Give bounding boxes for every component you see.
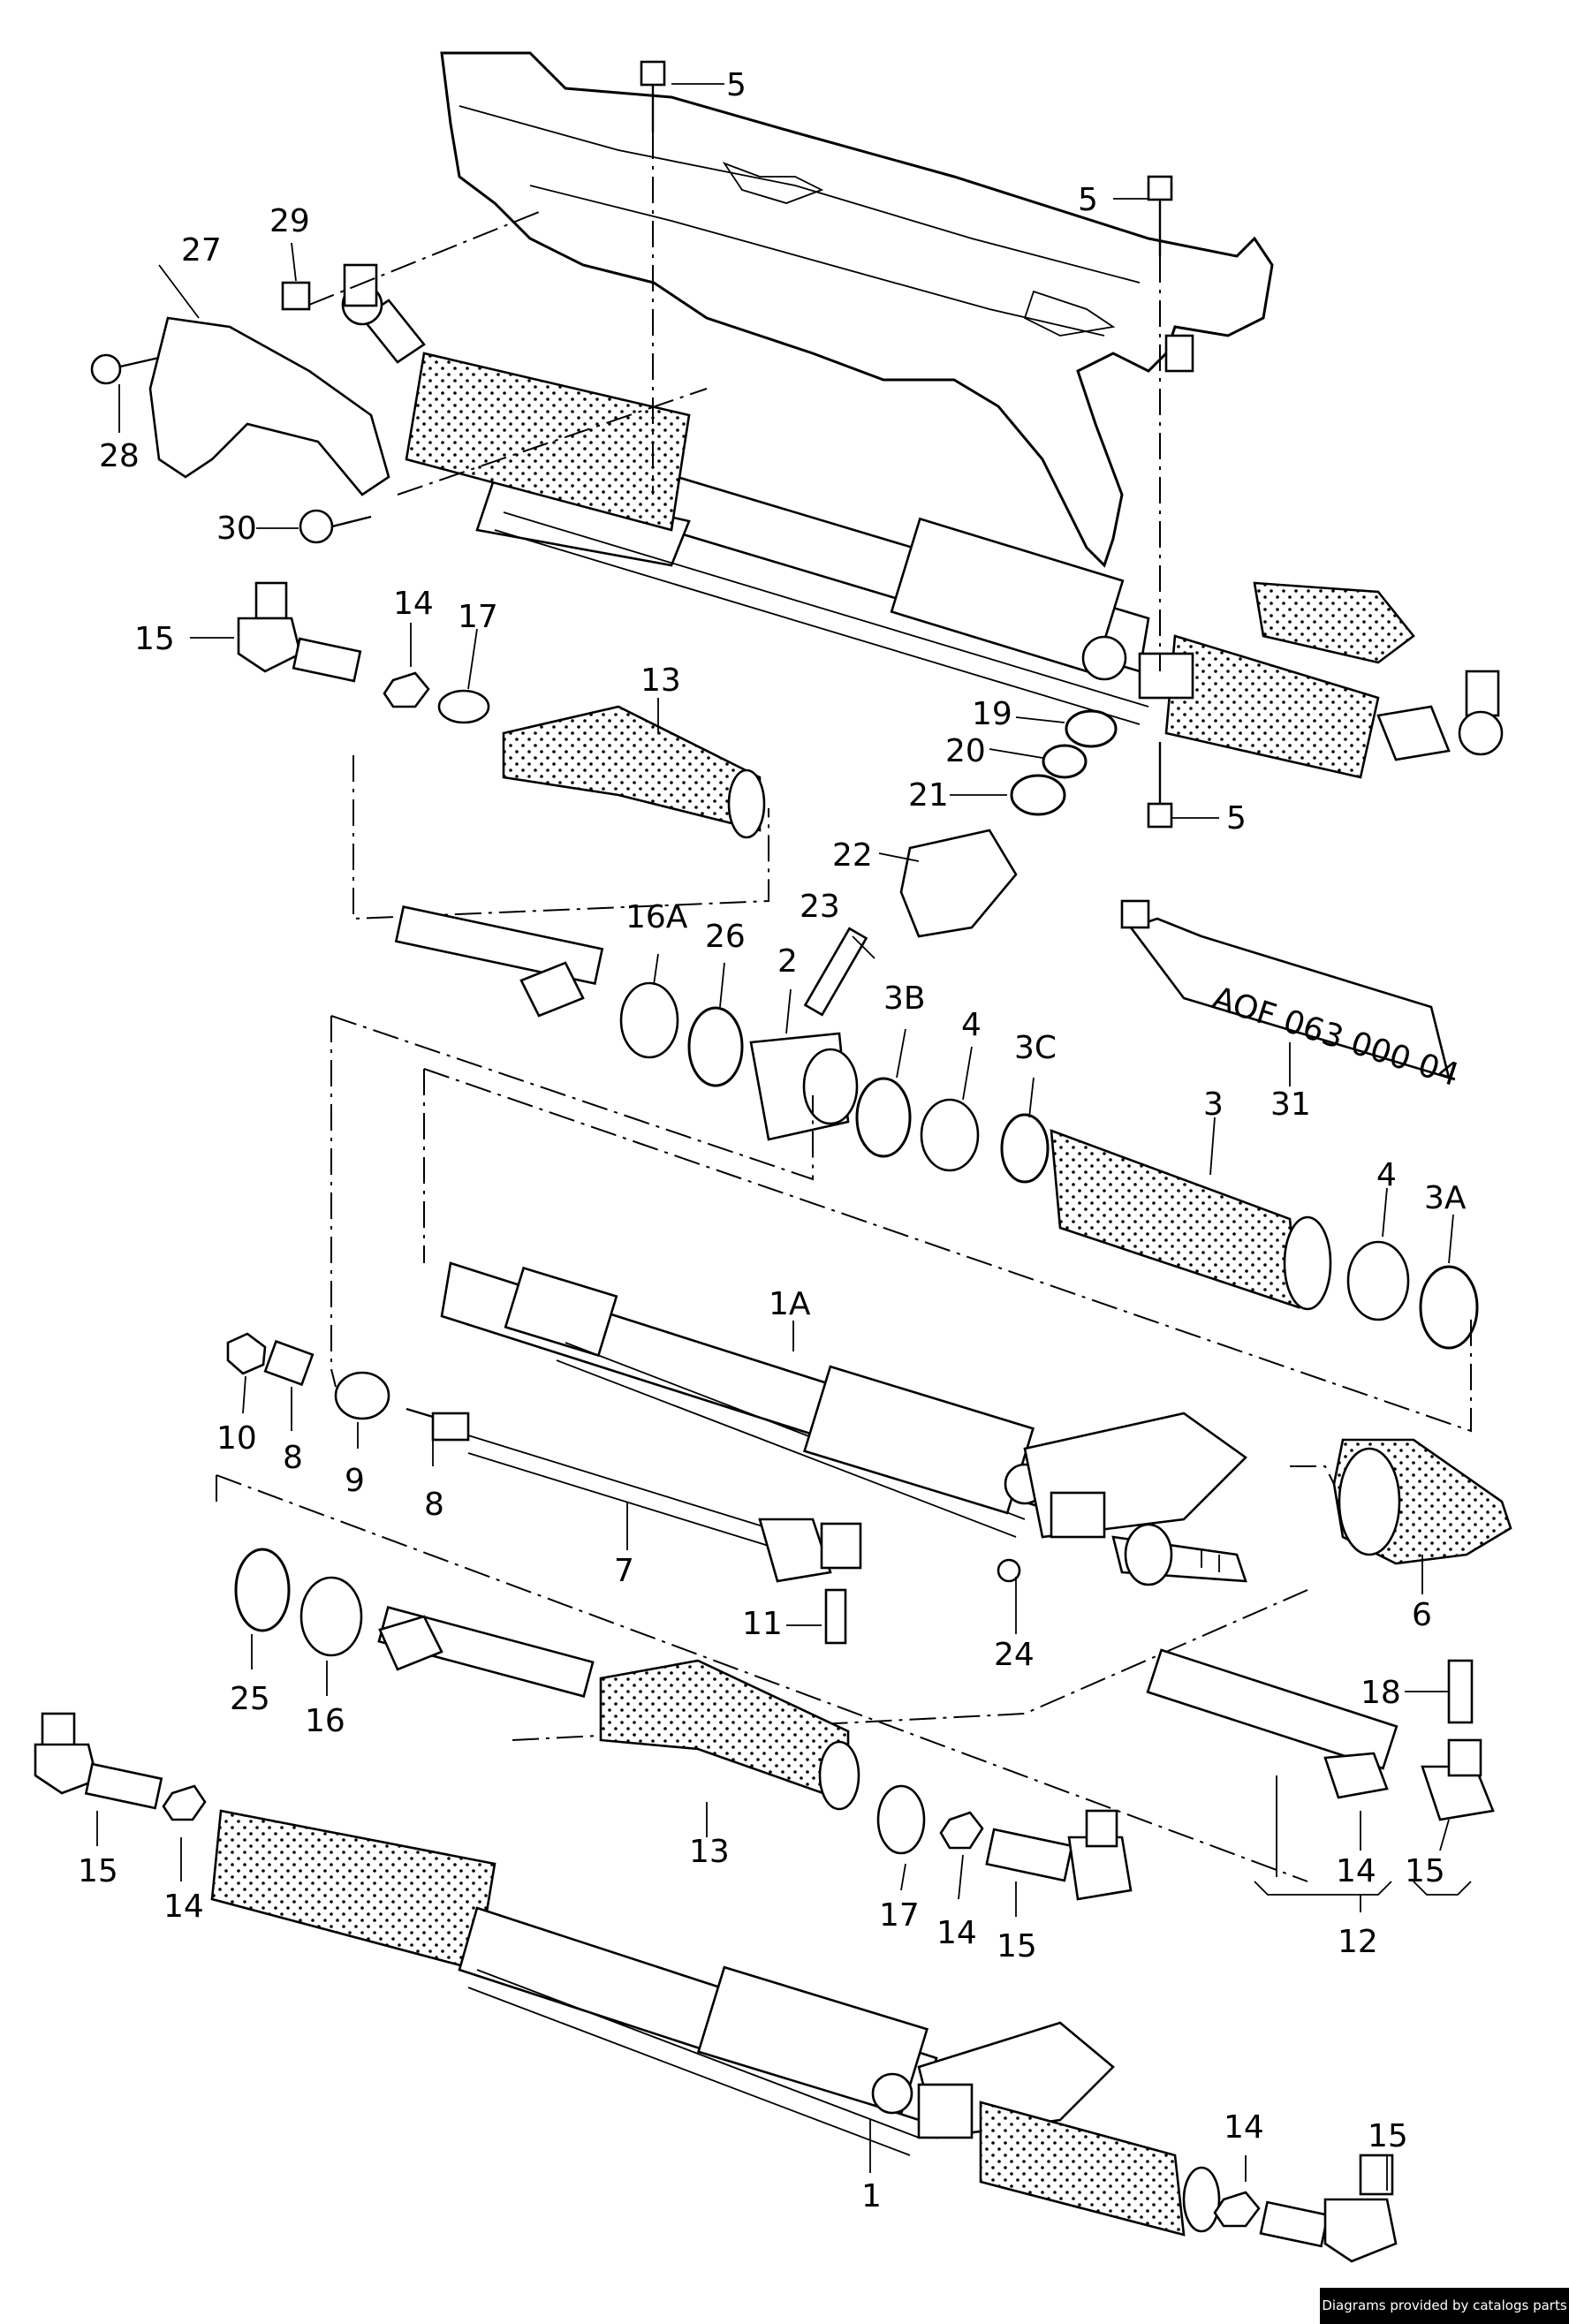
callout-6: 6 (1412, 1597, 1432, 1633)
callout-26: 26 (705, 919, 746, 955)
callout-17: 17 (879, 1897, 920, 1934)
rings-25-16 (234, 1548, 363, 1696)
bolts-5 (640, 60, 1219, 829)
callout-8: 8 (424, 1487, 444, 1523)
callout-5: 5 (1226, 800, 1247, 836)
callout-15: 15 (1405, 1853, 1445, 1889)
rack-top-assembly (341, 263, 1504, 779)
callout-8: 8 (283, 1440, 303, 1476)
inner-tie-rod-lower (377, 1606, 595, 1698)
rack-assembly-1a (330, 1015, 1472, 1634)
callout-14: 14 (1224, 2109, 1264, 2146)
boot-6 (1290, 1438, 1512, 1594)
callout-15: 15 (78, 1853, 118, 1889)
callout-18: 18 (1361, 1675, 1401, 1711)
callout-25: 25 (230, 1681, 270, 1717)
credit-banner: Diagrams provided by catalogs parts (1320, 2288, 1569, 2324)
callout-4: 4 (1376, 1157, 1397, 1193)
callout-21: 21 (908, 777, 949, 814)
callout-16: 16 (305, 1703, 345, 1739)
callout-29: 29 (269, 203, 310, 239)
tie-rod-assembly-12 (1146, 1648, 1495, 1912)
callout-14: 14 (393, 586, 434, 622)
callout-14: 14 (1336, 1853, 1376, 1889)
callout-1: 1 (861, 2178, 882, 2214)
callout-10: 10 (216, 1420, 257, 1457)
callout-22: 22 (832, 837, 873, 874)
callout-1a: 1A (769, 1286, 811, 1322)
callout-24: 24 (994, 1637, 1035, 1673)
callout-17: 17 (458, 599, 498, 635)
callout-15: 15 (997, 1928, 1037, 1964)
callout-5: 5 (1078, 182, 1098, 218)
callout-28: 28 (99, 438, 140, 474)
callout-13: 13 (689, 1834, 730, 1870)
boot-13-lower (599, 1659, 860, 1837)
rack-assembly-1-bottom (34, 1712, 1398, 2263)
callout-11: 11 (742, 1606, 783, 1642)
callout-23: 23 (800, 889, 840, 925)
callout-19: 19 (972, 696, 1012, 732)
callout-5: 5 (726, 67, 747, 103)
callout-31: 31 (1270, 1086, 1311, 1123)
seal-rings-19-20-21 (950, 709, 1118, 816)
grease-tube-31 (1120, 899, 1451, 1086)
callout-9: 9 (345, 1463, 365, 1499)
callout-3a: 3A (1424, 1180, 1467, 1216)
callout-2: 2 (777, 943, 798, 980)
callout-3c: 3C (1014, 1030, 1057, 1066)
tie-rod-7-and-nuts (226, 1332, 862, 1645)
callout-labels: 5 5 5 29 27 28 30 15 14 17 13 19 20 21 2… (78, 67, 1467, 2214)
callout-15: 15 (134, 621, 175, 657)
valve-22-and-bolt-23 (803, 829, 1018, 1017)
callout-7: 7 (614, 1553, 634, 1589)
callout-30: 30 (216, 511, 257, 547)
callout-13: 13 (640, 662, 681, 699)
clamp-17-nut-14-end-15-lower (876, 1784, 1133, 1917)
callout-20: 20 (945, 733, 986, 769)
crossmember-subframe (440, 51, 1274, 568)
callout-27: 27 (181, 232, 222, 269)
callout-12: 12 (1338, 1924, 1378, 1960)
callout-3: 3 (1203, 1086, 1224, 1123)
callout-4: 4 (961, 1007, 982, 1043)
tie-rod-end-15-top (190, 581, 490, 724)
callout-16a: 16A (625, 899, 688, 935)
callout-14: 14 (936, 1915, 977, 1951)
callout-3b: 3B (883, 980, 926, 1017)
callout-14: 14 (163, 1889, 204, 1925)
callout-15: 15 (1368, 2118, 1408, 2154)
inner-tie-rod-top (394, 905, 604, 1018)
lower-group-outline (216, 1474, 1308, 1882)
clamps-and-rings-mid (619, 953, 1479, 1350)
boot-13-top (352, 698, 769, 920)
bracket-27-heatshield (90, 211, 708, 544)
